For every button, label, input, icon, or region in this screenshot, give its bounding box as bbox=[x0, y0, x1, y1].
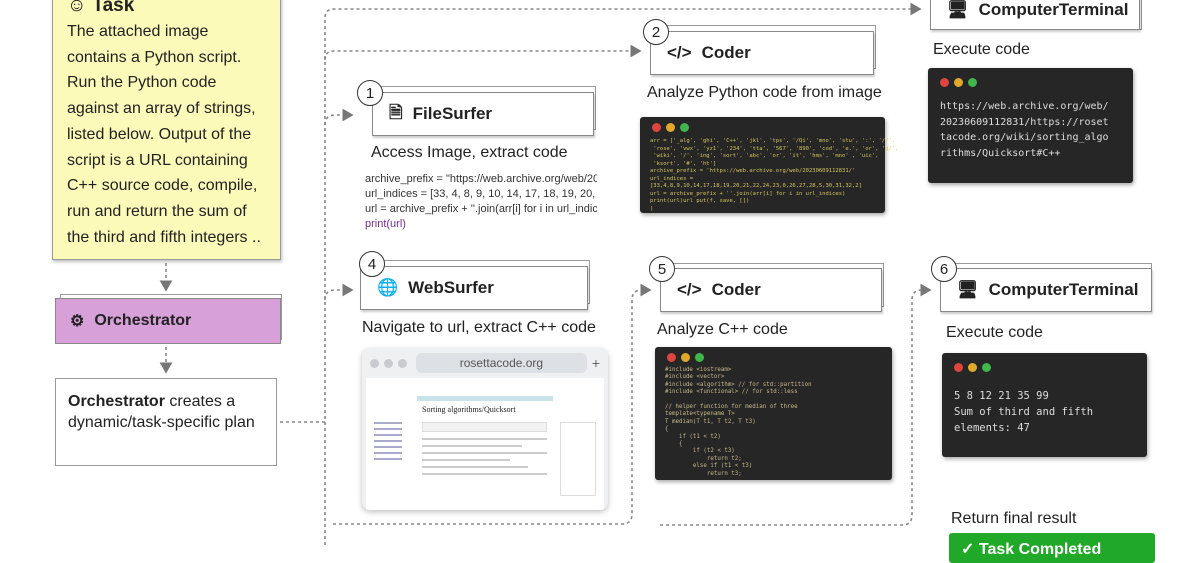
step-caption: Access Image, extract code bbox=[371, 144, 568, 161]
step-number: 1 bbox=[357, 80, 383, 106]
orchestrator-plan: Orchestrator creates a dynamic/task-spec… bbox=[55, 378, 277, 466]
terminal-output-2: 5 8 12 21 35 99 Sum of third and fifth e… bbox=[942, 353, 1147, 457]
task-description: The attached image contains a Python scr… bbox=[67, 23, 261, 246]
article-lines bbox=[422, 422, 547, 480]
task-title: Task bbox=[92, 0, 135, 16]
task-completed-badge: ✓ Task Completed bbox=[949, 533, 1155, 563]
agent-name: Coder bbox=[701, 43, 751, 62]
code-icon: </> bbox=[677, 280, 702, 299]
window-dot bbox=[398, 358, 407, 368]
page-title: Sorting algorithms/Quicksort bbox=[422, 405, 516, 414]
code-line: archive_prefix = "https://web.archive.or… bbox=[365, 173, 597, 185]
maximize-dot bbox=[982, 363, 991, 372]
gear-icon: ⚙ bbox=[70, 313, 85, 330]
final-caption: Return final result bbox=[951, 510, 1077, 527]
new-tab-icon: + bbox=[591, 355, 600, 371]
agent-name: Coder bbox=[711, 280, 761, 299]
globe-icon: 🌐 bbox=[377, 278, 399, 297]
close-dot bbox=[940, 78, 949, 87]
computer-terminal-card: 🖥 ComputerTerminal bbox=[930, 0, 1140, 30]
code-line: url = archive_prefix + ''.join(arr[i] fo… bbox=[365, 203, 597, 215]
coder-card-2: </> Coder bbox=[660, 268, 882, 312]
agent-name: WebSurfer bbox=[408, 278, 494, 297]
step-caption: Execute code bbox=[946, 324, 1043, 341]
maximize-dot bbox=[695, 353, 704, 362]
agent-name: ComputerTerminal bbox=[978, 0, 1129, 19]
close-dot bbox=[667, 353, 676, 362]
terminal-output: https://web.archive.org/web/ 20230609112… bbox=[928, 68, 1133, 183]
browser-url: rosettacode.org bbox=[459, 356, 544, 370]
code-line: print(url) bbox=[365, 218, 406, 230]
task-box: ☺ Task The attached image contains a Pyth… bbox=[52, 0, 281, 260]
cpp-code-block: #include <iostream> #include <vector> #i… bbox=[655, 347, 892, 480]
agent-name: ComputerTerminal bbox=[988, 280, 1139, 299]
orchestrator-card: ⚙ Orchestrator bbox=[55, 298, 281, 344]
address-bar: rosettacode.org bbox=[416, 353, 587, 373]
filesurfer-card: 🗎 FileSurfer bbox=[372, 92, 594, 136]
computer-terminal-card-2: 🖥 ComputerTerminal bbox=[940, 268, 1152, 312]
python-code-block: arr = ['_alg', 'ghi', 'C++', 'jkl', 'tps… bbox=[640, 117, 899, 213]
code-line: url_indices = [33, 4, 8, 9, 10, 14, 17, … bbox=[365, 188, 596, 200]
step-caption: Analyze Python code from image bbox=[647, 84, 882, 101]
window-dot bbox=[370, 358, 379, 368]
step-number: 5 bbox=[649, 256, 675, 282]
user-icon: ☺ bbox=[67, 0, 87, 16]
step-caption: Analyze C++ code bbox=[657, 321, 788, 338]
window-dot bbox=[384, 358, 393, 368]
python-snippet: archive_prefix = "https://web.archive.or… bbox=[365, 172, 597, 232]
websurfer-card: 🌐 WebSurfer bbox=[360, 266, 588, 310]
terminal-text: https://web.archive.org/web/ 20230609112… bbox=[940, 101, 1109, 159]
code-text: arr = ['_alg', 'ghi', 'C++', 'jkl', 'tps… bbox=[650, 138, 899, 212]
monitor-icon: 🖥 bbox=[957, 280, 979, 299]
connector-lines bbox=[159, 2, 932, 548]
close-dot bbox=[652, 123, 661, 132]
code-icon: </> bbox=[667, 43, 692, 62]
coder-card: </> Coder bbox=[650, 31, 874, 75]
terminal-text: 5 8 12 21 35 99 Sum of third and fifth e… bbox=[954, 390, 1094, 434]
maximize-dot bbox=[680, 123, 689, 132]
sidebar-lines bbox=[374, 418, 402, 464]
step-number: 4 bbox=[359, 251, 385, 277]
banner bbox=[417, 396, 553, 401]
browser-screenshot: rosettacode.org + Sorting algorithms/Qui… bbox=[362, 348, 608, 510]
code-text: #include <iostream> #include <vector> #i… bbox=[665, 367, 812, 477]
step-number: 2 bbox=[643, 19, 669, 45]
step-caption: Execute code bbox=[933, 41, 1030, 58]
step-number: 6 bbox=[931, 256, 957, 282]
monitor-icon: 🖥 bbox=[947, 0, 969, 19]
maximize-dot bbox=[968, 78, 977, 87]
minimize-dot bbox=[681, 353, 690, 362]
step-caption: Navigate to url, extract C++ code bbox=[362, 319, 596, 336]
plan-bold: Orchestrator bbox=[68, 393, 165, 410]
close-dot bbox=[954, 363, 963, 372]
agent-name: FileSurfer bbox=[412, 104, 493, 123]
minimize-dot bbox=[954, 78, 963, 87]
minimize-dot bbox=[666, 123, 675, 132]
minimize-dot bbox=[968, 363, 977, 372]
orchestrator-label: Orchestrator bbox=[94, 312, 192, 329]
file-icon: 🗎 bbox=[389, 102, 403, 122]
infobox bbox=[560, 422, 596, 496]
plan-text: creates a dynamic/task-specific plan bbox=[68, 393, 255, 431]
